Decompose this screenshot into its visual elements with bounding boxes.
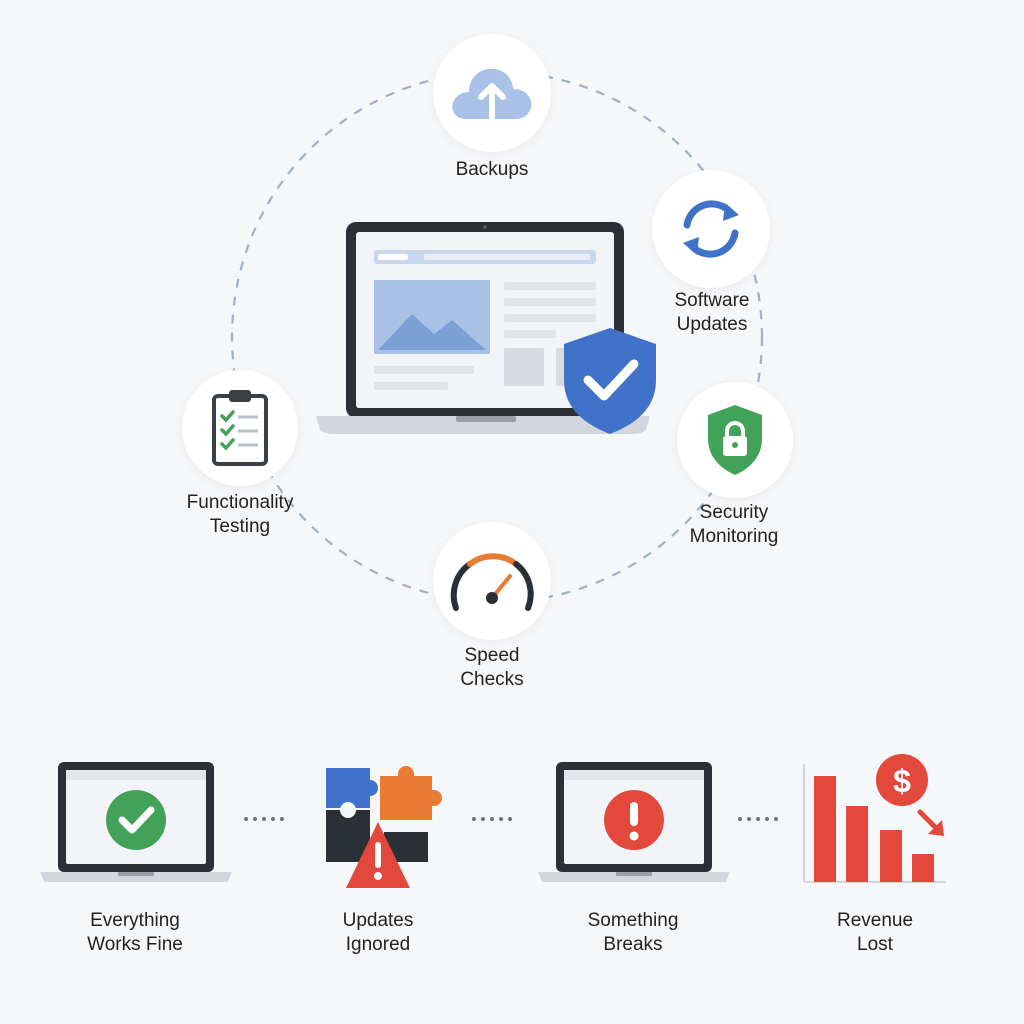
laptop-error-icon [538,762,730,882]
something-breaks-label: Something Breaks [587,910,679,955]
backups-label: Backups [455,159,529,180]
security-monitoring-node [677,382,793,498]
connector-dots-1 [244,817,284,821]
connector-dots-2 [472,817,512,821]
software-updates-label: Software Updates [674,290,750,335]
svg-text:$: $ [893,763,911,799]
speed-checks-label: Speed Checks [460,645,524,690]
laptop-shield-icon [316,222,656,434]
functionality-testing-node [182,370,298,486]
security-monitoring-label: Security Monitoring [689,502,779,547]
puzzle-warning-icon [326,766,442,888]
clipboard-checklist-icon [212,390,268,466]
revenue-lost-label: Revenue Lost [836,910,914,955]
lock-shield-icon [708,405,762,475]
everything-works-fine-label: Everything Works Fine [87,910,183,955]
updates-ignored-label: Updates Ignored [342,910,414,955]
backups-node [433,34,551,152]
cloud-upload-icon [452,68,532,120]
speed-checks-node [433,522,551,640]
connector-dots-3 [738,817,778,821]
software-updates-node [652,170,770,288]
functionality-testing-label: Functionality Testing [186,492,294,537]
laptop-check-icon [40,762,232,882]
speedometer-icon [450,553,534,611]
revenue-decline-icon: $ [803,754,946,883]
refresh-icon [683,200,739,258]
